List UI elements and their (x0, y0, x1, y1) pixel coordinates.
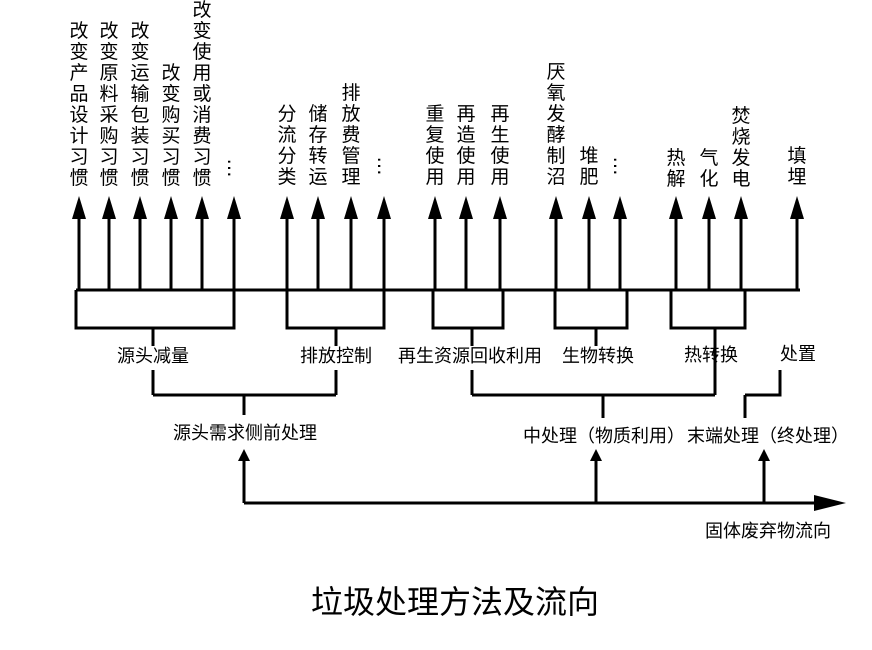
leaf-label: 改变运输包装习惯 (130, 20, 149, 189)
leaf-label: … (373, 157, 395, 176)
leaf-arrowhead (493, 196, 507, 219)
stage-label-front: 源头需求侧前处理 (173, 423, 317, 444)
leaf-arrowhead (72, 196, 86, 219)
leaf-arrowhead (280, 196, 294, 219)
stage-label-end: 末端处理（终处理） (687, 426, 849, 447)
leaf-arrowhead (613, 196, 627, 219)
bracket-emission (285, 290, 386, 330)
leaf-label: 填埋 (787, 145, 806, 188)
leaf-arrowhead (790, 196, 804, 219)
leaf-arrowhead (582, 196, 596, 219)
leaf-label: 改变使用或消费习惯 (192, 0, 211, 189)
leaf-label: 排放费管理 (341, 82, 360, 188)
leaf-arrowhead (702, 196, 716, 219)
leaf-label: 分流分类 (277, 103, 296, 188)
leaf-arrowhead (734, 196, 748, 219)
bracket-thermal (669, 290, 747, 330)
leaf-label: 堆肥 (579, 145, 598, 188)
join-end (745, 370, 782, 397)
group-label-thermal: 热转换 (684, 345, 738, 366)
leaf-arrowhead (344, 196, 358, 219)
diagram-title: 垃圾处理方法及流向 (311, 583, 599, 621)
bracket-reduction (74, 290, 236, 330)
leaf-arrowhead (459, 196, 473, 219)
bracket-recycling (431, 290, 505, 330)
leaf-arrowhead (669, 196, 683, 219)
leaf-label: 改变购买习惯 (161, 62, 180, 189)
flow-axis-arrowhead (814, 495, 846, 511)
group-label-emission: 排放控制 (300, 346, 372, 367)
leaf-label: 气化 (699, 147, 718, 190)
leaf-label: 再生使用 (490, 103, 509, 188)
leaf-arrowhead (102, 196, 116, 219)
flow-axis-label: 固体废弃物流向 (705, 521, 831, 542)
leaf-arrowhead (133, 196, 147, 219)
leaf-label: 重复使用 (425, 103, 444, 188)
stage-label-middle: 中处理（物质利用） (523, 426, 685, 447)
leaf-arrowhead (549, 196, 563, 219)
leaf-label: 改变原料采购习惯 (99, 20, 118, 189)
leaf-label: 焚烧发电 (731, 105, 750, 190)
leaf-label: 热解 (666, 147, 685, 190)
leaf-label: … (609, 157, 631, 176)
group-label-bio: 生物转换 (562, 346, 634, 367)
leaf-label: 储存转运 (308, 103, 327, 188)
leaf-arrowhead (428, 196, 442, 219)
leaf-label: 厌氧发酵制沼 (546, 61, 565, 188)
bracket-bio (553, 290, 629, 330)
group-label-recycling: 再生资源回收利用 (398, 346, 542, 367)
leaf-arrowhead (311, 196, 325, 219)
group-label-reduction: 源头减量 (117, 346, 189, 367)
leaf-arrowhead (195, 196, 209, 219)
leaf-label: 再造使用 (456, 103, 475, 188)
leaf-label: 改变产品设计习惯 (69, 20, 88, 189)
leaf-label: … (223, 159, 245, 178)
leaf-arrowhead (164, 196, 178, 219)
leaf-arrowhead (377, 196, 391, 219)
leaf-arrowhead (227, 196, 241, 219)
group-label-disposal: 处置 (780, 344, 816, 365)
leaf-arrows (72, 196, 804, 290)
